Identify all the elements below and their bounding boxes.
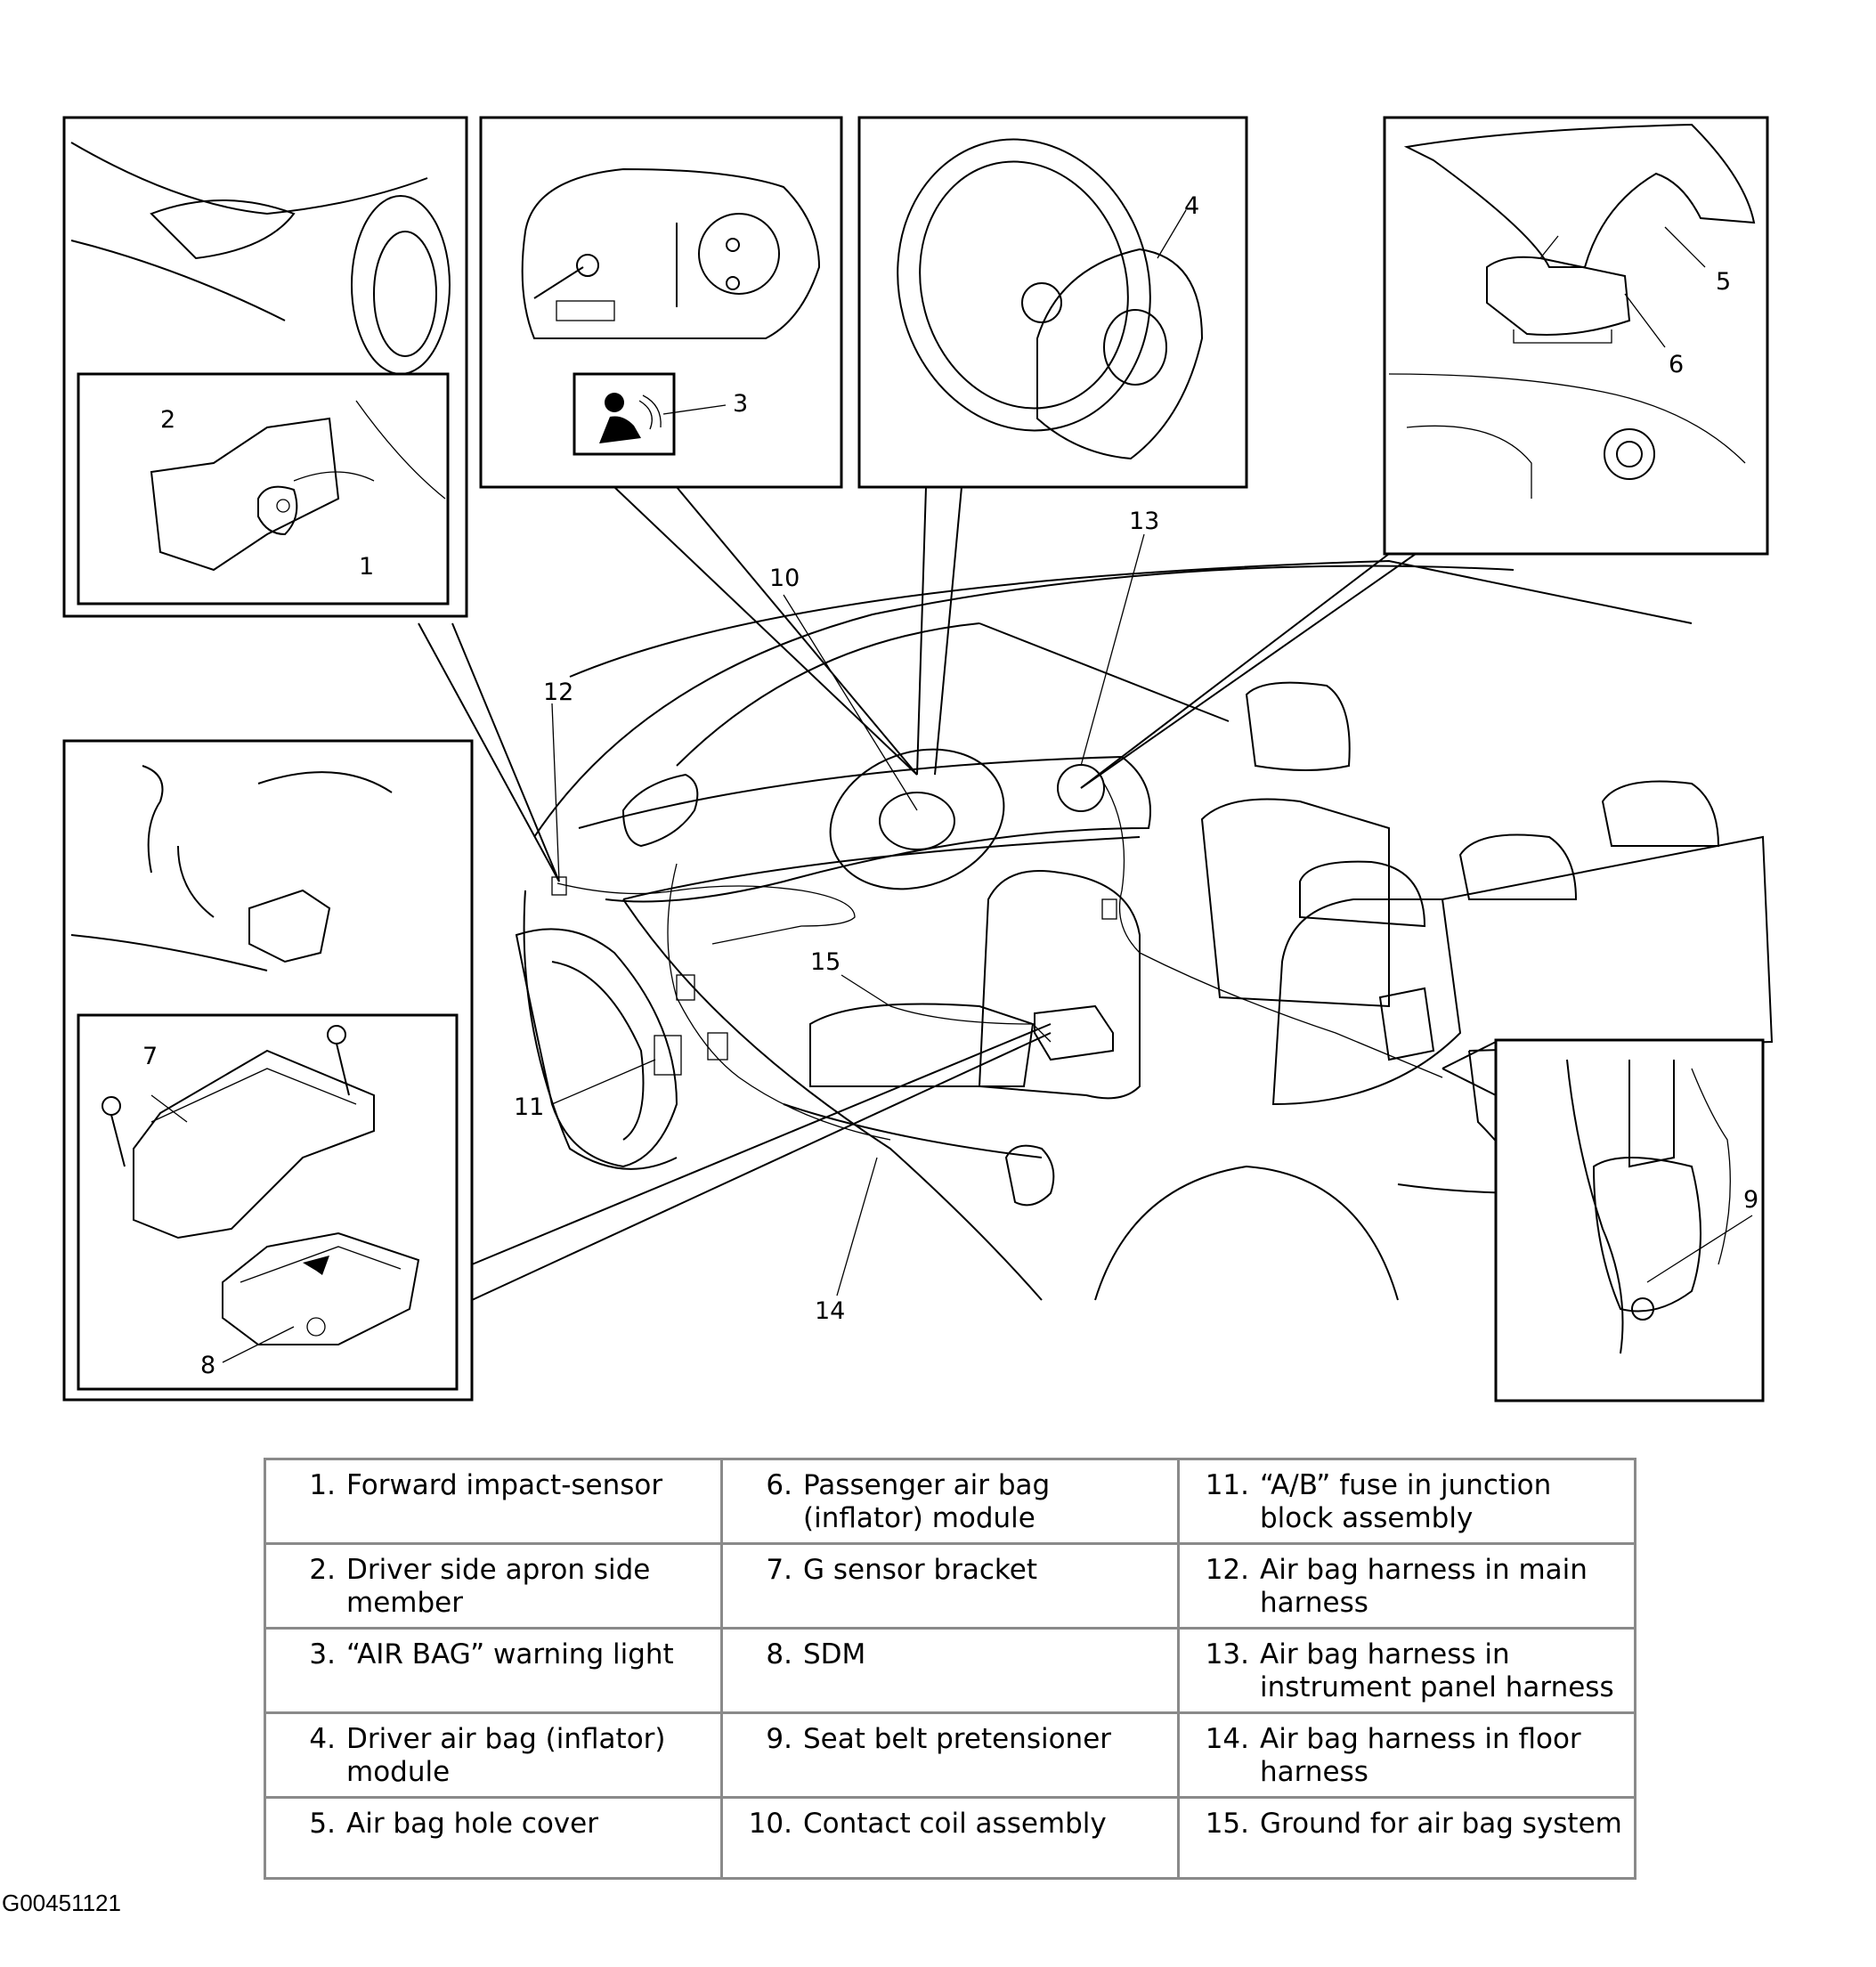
legend-item-number: 14. [1205, 1723, 1249, 1755]
callout-12: 12 [543, 679, 573, 706]
legend-item-number: 15. [1205, 1808, 1249, 1840]
parts-legend-table: 1. Forward impact-sensor 6. Passenger air b… [264, 1458, 1636, 1880]
callout-15: 15 [810, 948, 841, 976]
legend-row: 4. Driver air bag (inflator) module 9. Seat… [264, 1711, 1636, 1799]
legend-item-text: Air bag hole cover [346, 1808, 598, 1840]
callout-11: 11 [514, 1093, 544, 1121]
legend-item-text: Forward impact-sensor [346, 1469, 663, 1501]
legend-item: 9. Seat belt pretensioner [730, 1723, 1170, 1756]
legend-item-number: 2. [309, 1554, 336, 1586]
callout-14: 14 [815, 1297, 845, 1325]
legend-cell: 12. Air bag harness in main harness [1177, 1542, 1636, 1630]
legend-item-number: 7. [766, 1554, 792, 1586]
legend-item-text: “AIR BAG” warning light [346, 1638, 674, 1670]
inset-passenger-airbag [1383, 116, 1769, 556]
legend-item: 6. Passenger air bag (inflator) module [730, 1469, 1170, 1535]
legend-item-text: “A/B” fuse in junction block assembly [1260, 1469, 1552, 1534]
callout-9: 9 [1743, 1186, 1758, 1214]
inset-seat-belt-pretensioner [1494, 1038, 1765, 1402]
legend-item: 10. Contact coil assembly [730, 1808, 1170, 1841]
legend-cell: 3. “AIR BAG” warning light [264, 1627, 723, 1714]
inset-forward-impact-sensor [62, 116, 468, 618]
callout-labels: 1 2 3 4 5 6 7 8 9 10 11 12 13 14 15 [142, 192, 1758, 1379]
inset-sdm-bracket [62, 739, 474, 1402]
inset-instrument-cluster [479, 116, 843, 489]
callout-10: 10 [769, 565, 800, 592]
legend-cell: 13. Air bag harness in instrument panel h… [1177, 1627, 1636, 1714]
legend-item: 15. Ground for air bag system [1187, 1808, 1627, 1841]
legend-item-text: Air bag harness in instrument panel harn… [1260, 1638, 1614, 1703]
callout-13: 13 [1129, 508, 1159, 535]
callout-5: 5 [1716, 268, 1731, 296]
legend-item-number: 6. [766, 1469, 792, 1501]
airbag-warning-icon [599, 393, 662, 443]
legend-item-number: 3. [309, 1638, 336, 1670]
legend-item: 12. Air bag harness in main harness [1187, 1554, 1627, 1620]
legend-item-text: Ground for air bag system [1260, 1808, 1622, 1840]
legend-cell: 2. Driver side apron side member [264, 1542, 723, 1630]
legend-item: 3. “AIR BAG” warning light [273, 1638, 713, 1671]
legend-item-text: Air bag harness in floor harness [1260, 1723, 1581, 1788]
legend-item-number: 4. [309, 1723, 336, 1755]
legend-cell: 9. Seat belt pretensioner [720, 1711, 1180, 1799]
legend-cell: 6. Passenger air bag (inflator) module [720, 1458, 1180, 1545]
airbag-system-diagram: 1 2 3 4 5 6 7 8 9 10 11 12 13 14 15 [62, 116, 1774, 1402]
legend-cell: 8. SDM [720, 1627, 1180, 1714]
legend-item-number: 13. [1205, 1638, 1249, 1670]
legend-item-text: Passenger air bag (inflator) module [803, 1469, 1051, 1534]
callout-1: 1 [359, 553, 374, 581]
legend-item-text: Driver side apron side member [346, 1554, 651, 1619]
legend-item-text: Driver air bag (inflator) module [346, 1723, 666, 1788]
legend-cell: 1. Forward impact-sensor [264, 1458, 723, 1545]
legend-cell: 11. “A/B” fuse in junction block assembly [1177, 1458, 1636, 1545]
legend-row: 3. “AIR BAG” warning light 8. SDM 13. Air bag… [264, 1627, 1636, 1714]
legend-item-text: Air bag harness in main harness [1260, 1554, 1588, 1619]
legend-item-number: 10. [748, 1808, 792, 1840]
legend-item: 2. Driver side apron side member [273, 1554, 713, 1620]
callout-6: 6 [1669, 351, 1684, 378]
legend-row: 1. Forward impact-sensor 6. Passenger air b… [264, 1458, 1636, 1545]
legend-cell: 14. Air bag harness in floor harness [1177, 1711, 1636, 1799]
legend-cell: 4. Driver air bag (inflator) module [264, 1711, 723, 1799]
legend-item: 14. Air bag harness in floor harness [1187, 1723, 1627, 1789]
legend-item-number: 11. [1205, 1469, 1249, 1501]
legend-item: 4. Driver air bag (inflator) module [273, 1723, 713, 1789]
legend-row: 5. Air bag hole cover 10. Contact coil asse… [264, 1796, 1636, 1880]
legend-item: 13. Air bag harness in instrument panel h… [1187, 1638, 1627, 1704]
inset-driver-airbag [857, 116, 1248, 489]
legend-cell: 15. Ground for air bag system [1177, 1796, 1636, 1880]
callout-3: 3 [733, 390, 748, 418]
callout-2: 2 [160, 406, 175, 434]
legend-item-number: 1. [309, 1469, 336, 1501]
legend-item-text: G sensor bracket [803, 1554, 1038, 1586]
callout-pointers [551, 533, 1145, 1296]
figure-id: G00451121 [2, 1890, 121, 1916]
callout-7: 7 [142, 1043, 158, 1070]
legend-item: 5. Air bag hole cover [273, 1808, 713, 1841]
legend-item-text: Contact coil assembly [803, 1808, 1107, 1840]
legend-item-text: Seat belt pretensioner [803, 1723, 1112, 1755]
legend-item: 7. G sensor bracket [730, 1554, 1170, 1587]
callout-4: 4 [1184, 192, 1199, 220]
legend-item-number: 8. [766, 1638, 792, 1670]
legend-cell: 7. G sensor bracket [720, 1542, 1180, 1630]
legend-row: 2. Driver side apron side member 7. G senso… [264, 1542, 1636, 1630]
legend-cell: 5. Air bag hole cover [264, 1796, 723, 1880]
legend-item-number: 9. [766, 1723, 792, 1755]
legend-item-text: SDM [803, 1638, 866, 1670]
callout-8: 8 [200, 1352, 215, 1379]
legend-item: 11. “A/B” fuse in junction block assembly [1187, 1469, 1627, 1535]
legend-item: 8. SDM [730, 1638, 1170, 1671]
leader-lines [418, 486, 1497, 1301]
legend-item: 1. Forward impact-sensor [273, 1469, 713, 1502]
legend-item-number: 12. [1205, 1554, 1249, 1586]
legend-item-number: 5. [309, 1808, 336, 1840]
legend-cell: 10. Contact coil assembly [720, 1796, 1180, 1880]
